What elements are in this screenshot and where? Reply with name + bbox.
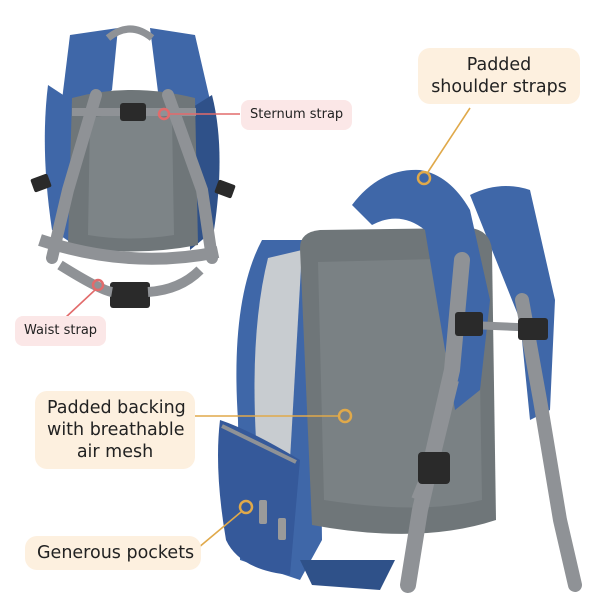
padded-backing-line-1: Padded backing [47, 398, 186, 418]
shoulder-pointer [416, 107, 471, 186]
padded-backing-line-3: air mesh [76, 442, 154, 462]
sternum-strap-label: Sternum strap [241, 100, 353, 130]
generous-pockets-label: Generous pockets [25, 536, 201, 570]
shoulder-straps-line-1: Padded [466, 55, 532, 75]
large-backpack [218, 169, 582, 593]
sternum-pointer [157, 107, 240, 121]
padded-backing-label: Padded backing with breathable air mesh [35, 391, 195, 469]
generous-pockets-text: Generous pockets [37, 543, 195, 563]
pockets-pointer [197, 499, 254, 549]
waist-strap-text: Waist strap [24, 323, 98, 338]
waist-strap-label: Waist strap [15, 316, 107, 346]
padded-backing-line-2: with breathable [47, 420, 185, 440]
backing-pointer [195, 408, 353, 424]
small-backpack [30, 25, 236, 308]
waist-pointer [64, 278, 105, 319]
sternum-strap-text: Sternum strap [250, 107, 344, 122]
shoulder-straps-label: Padded shoulder straps [418, 48, 580, 104]
shoulder-straps-line-2: shoulder straps [431, 77, 567, 97]
